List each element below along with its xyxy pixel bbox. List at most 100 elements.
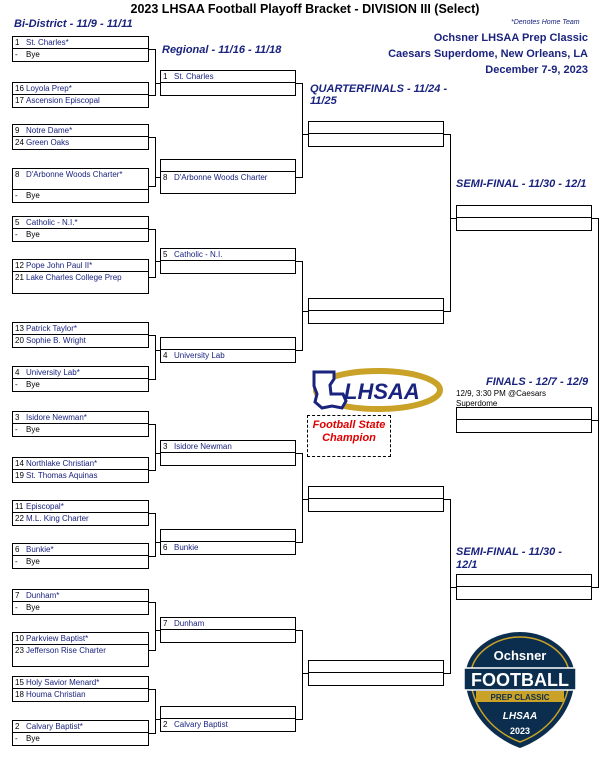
finals-feed-line [592,420,598,421]
quarterfinals-game-2-top-slot[interactable] [308,298,444,311]
quarterfinals-game-3-bottom-slot[interactable] [308,499,444,512]
quarterfinals-connector-vertical [450,134,451,312]
regional-game-5-bottom-slot[interactable] [160,453,296,466]
prep-classic-banner [476,691,564,702]
bidistrict-game-13-bottom-slot[interactable]: -Bye [12,602,149,615]
regional-connector-vertical [302,453,303,543]
quarterfinals-game-1-bottom-slot[interactable] [308,134,444,147]
bidistrict-connector [149,470,155,471]
seed-number: 4 [163,351,168,360]
team-name: Catholic - N.I. [174,250,223,259]
bidistrict-game-5-bottom-slot[interactable]: -Bye [12,229,149,242]
regional-game-7-bottom-slot[interactable] [160,630,296,643]
team-name: Bye [26,230,40,239]
seed-number: - [15,425,18,434]
quarterfinals-game-4-bottom-slot[interactable] [308,673,444,686]
team-name: Parkview Baptist* [26,634,89,643]
regional-feed-line [155,176,160,178]
bidistrict-game-8-bottom-slot[interactable]: -Bye [12,379,149,392]
seed-number: - [15,50,18,59]
regional-game-8-bottom-slot[interactable]: 2 Calvary Baptist [160,719,296,732]
quarterfinals-game-2-bottom-slot[interactable] [308,311,444,324]
finals-game-1-bottom-slot[interactable] [456,420,592,433]
regional-game-1-bottom-slot[interactable] [160,83,296,96]
regional-game-2-top-slot[interactable] [160,159,296,172]
bidistrict-connector [149,733,155,734]
semifinals-game-1-top-slot[interactable] [456,205,592,218]
regional-connector [296,542,302,543]
seed-number: 5 [15,218,20,227]
bidistrict-connector [149,335,155,336]
quarterfinals-game-3-top-slot[interactable] [308,486,444,499]
semifinals-game-2-top-slot[interactable] [456,574,592,587]
bidistrict-game-12-bottom-slot[interactable]: -Bye [12,556,149,569]
regional-feed-line [155,719,160,720]
team-name: Bye [26,191,40,200]
finals-game-1-top-slot[interactable] [456,407,592,420]
seed-number: 13 [15,324,24,333]
seed-number: 2 [163,720,168,729]
seed-number: 21 [15,273,24,282]
champion-label: Football State Champion [312,419,386,444]
semifinals-game-2-bottom-slot[interactable] [456,587,592,600]
semifinals-game-1-bottom-slot[interactable] [456,218,592,231]
team-name: Bunkie [174,543,199,552]
team-name: Calvary Baptist [174,720,228,729]
bidistrict-game-9-bottom-slot[interactable]: -Bye [12,424,149,437]
team-name: Bye [26,380,40,389]
seed-number: 9 [15,126,20,135]
team-name: Sophie B. Wright [26,336,86,345]
quarterfinals-game-1-top-slot[interactable] [308,121,444,134]
quarterfinals-connector [444,673,450,674]
regional-game-6-top-slot[interactable] [160,529,296,542]
seed-number: 2 [15,722,20,731]
regional-connector [296,350,302,351]
regional-connector [296,453,302,454]
team-name: Loyola Prep* [26,84,72,93]
regional-game-4-top-slot[interactable] [160,337,296,350]
team-name: Bye [26,603,40,612]
bidistrict-game-1-bottom-slot[interactable]: -Bye [12,49,149,62]
bidistrict-connector [149,49,155,50]
regional-game-8-top-slot[interactable] [160,706,296,719]
team-name: Jefferson Rise Charter [26,646,106,655]
bidistrict-game-4-bottom-slot[interactable]: -Bye [12,190,149,203]
quarterfinals-game-4-top-slot[interactable] [308,660,444,673]
logo-year: 2023 [510,726,530,736]
champion-box: Football State Champion [307,415,391,457]
bidistrict-game-16-bottom-slot[interactable]: -Bye [12,733,149,746]
seed-number: - [15,734,18,743]
regional-game-3-bottom-slot[interactable] [160,261,296,274]
